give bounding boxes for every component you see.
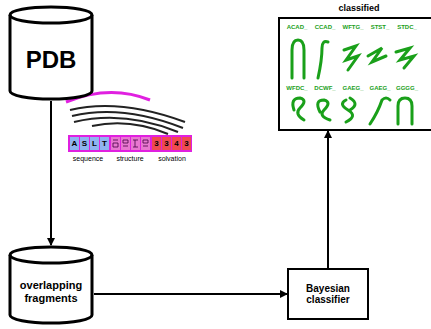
solvation-number: 3 [184,140,188,148]
database-cylinder: PDB [8,5,94,101]
node-title: Bayesian classifier [293,283,363,306]
class-code: GGGG_ [396,85,418,91]
panel-frame [278,17,431,131]
structure-cells [111,137,150,150]
node-title: overlapping fragments [14,279,88,304]
solvation-number: 3 [164,140,168,148]
class-code: GAEG_ [342,85,363,91]
class-code: GAEG_ [369,85,390,91]
feature-row [68,135,192,152]
row-caption: sequence [73,155,103,162]
class-code: WFDC_ [286,85,307,91]
class-code: DCWF_ [314,85,335,91]
class-code: STST_ [371,24,390,30]
fragment-shapes [292,40,414,124]
class-code: CCAD_ [315,24,336,30]
flow-arrow [327,131,329,268]
flow-arrow [50,101,52,245]
class-code: STDC_ [397,24,417,30]
fragment-curve [92,123,168,134]
row-caption: solvation [158,155,186,162]
seq-letter: S [82,140,87,148]
class-code: ACAD_ [287,24,308,30]
solvation-cells [152,137,191,150]
seq-letter: L [92,140,97,148]
sequence-cells [70,137,109,150]
fragment-curve [74,118,178,132]
result-panel: classified [278,3,431,131]
solvation-number: 3 [154,140,158,148]
seq-letter: A [72,140,78,148]
solvation-number: 4 [174,140,178,148]
database-cylinder: overlapping fragments [8,245,94,325]
process-box: Bayesian classifier [287,268,369,320]
row-caption: structure [116,155,143,162]
node-title: PDB [26,46,77,74]
flow-arrow [94,293,287,295]
panel-heading: classified [278,3,431,13]
class-code: WFTG_ [343,24,364,30]
seq-letter: T [102,140,107,148]
